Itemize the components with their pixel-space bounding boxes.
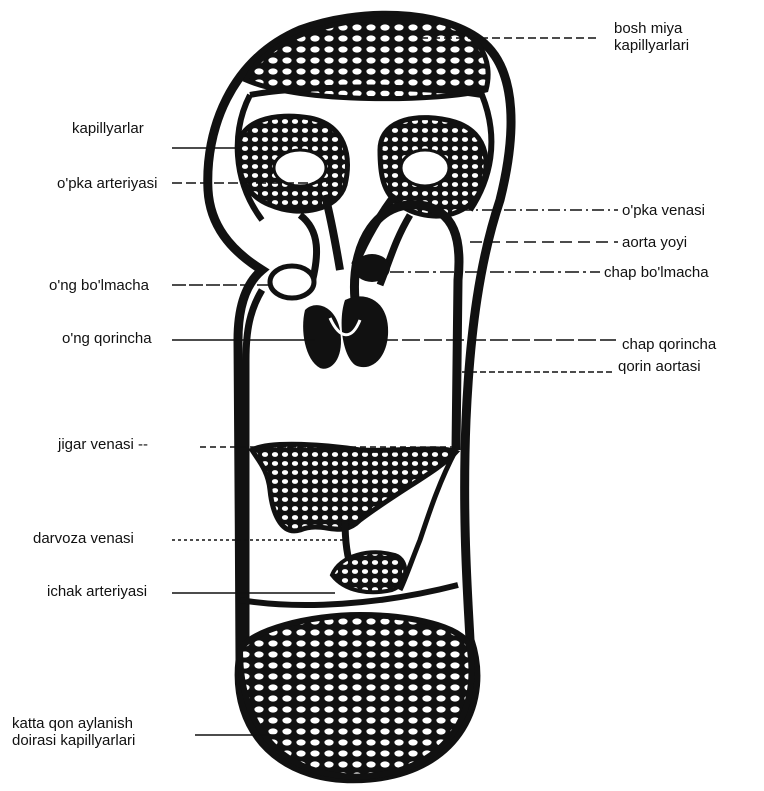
label-darvoza-venasi: darvoza venasi [33, 530, 134, 547]
label-katta-qon-aylanish: katta qon aylanish doirasi kapillyarlari [12, 715, 135, 749]
right-ventricle-shape [303, 305, 341, 369]
label-chap-bolmacha: chap bo'lmacha [604, 264, 709, 281]
label-opka-venasi: o'pka venasi [622, 202, 705, 219]
label-ichak-arteriyasi: ichak arteriyasi [47, 583, 147, 600]
left-lung-hole [401, 150, 449, 186]
left-atrium-shape [354, 254, 390, 282]
label-chap-qorincha: chap qorincha [622, 336, 716, 353]
label-aorta-yoyi: aorta yoyi [622, 234, 687, 251]
right-atrium-shape [270, 266, 314, 298]
label-opka-arteriyasi: o'pka arteriyasi [57, 175, 157, 192]
right-lung-hole [274, 150, 326, 186]
intestine-capillary-net [332, 552, 405, 592]
label-kapillyarlar: kapillyarlar [72, 120, 144, 137]
label-ong-qorincha: o'ng qorincha [62, 330, 152, 347]
label-qorin-aortasi: qorin aortasi [618, 358, 701, 375]
left-ventricle-shape [342, 296, 389, 367]
label-ong-bolmacha: o'ng bo'lmacha [49, 277, 149, 294]
label-bosh-miya-kapillyarlari: bosh miya kapillyarlari [614, 20, 689, 54]
label-jigar-venasi: jigar venasi -- [58, 436, 148, 453]
